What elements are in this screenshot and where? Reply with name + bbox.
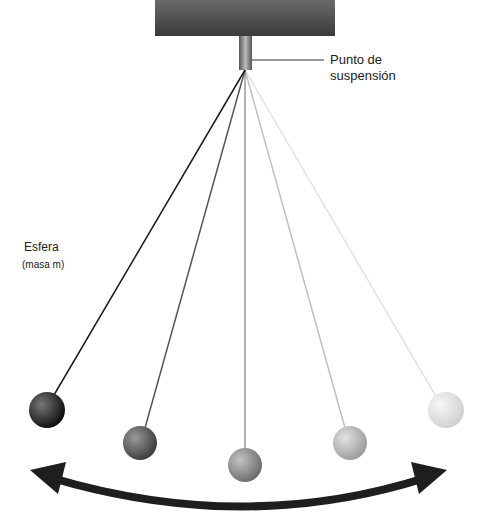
- sphere: [123, 426, 157, 460]
- sphere: [333, 426, 367, 460]
- strings: [54, 70, 438, 448]
- leader-line: [252, 59, 324, 60]
- sphere: [29, 392, 65, 428]
- arrow-head: [30, 462, 66, 494]
- sphere: [428, 392, 464, 428]
- support-block: [155, 0, 335, 36]
- sphere-label: Esfera: [22, 240, 61, 255]
- sphere: [228, 448, 262, 482]
- suspension-rod: [239, 36, 252, 70]
- swing-arrow: [52, 478, 425, 507]
- arrow-head: [411, 462, 447, 494]
- suspension-point-label: Punto de suspensión: [328, 52, 422, 85]
- mass-label: (masa m): [20, 259, 66, 272]
